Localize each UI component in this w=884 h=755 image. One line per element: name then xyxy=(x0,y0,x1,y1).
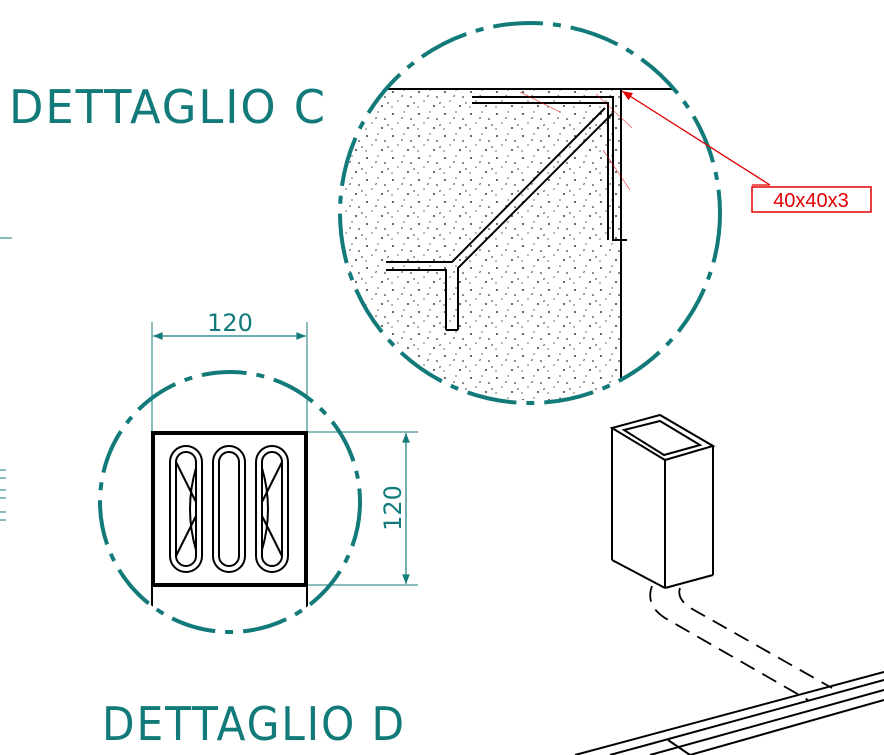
isometric-bollard xyxy=(574,413,884,755)
detail-c: 40x40x3 DETTAGLIO C xyxy=(9,21,872,405)
callout-label: 40x40x3 xyxy=(773,190,849,212)
detail-c-section xyxy=(340,88,720,400)
detail-c-title: DETTAGLIO C xyxy=(9,80,327,134)
dimension-width-label: 120 xyxy=(207,309,253,337)
detail-d-title: DETTAGLIO D xyxy=(102,697,406,751)
detail-d: 120 120 DETTAGLIO D xyxy=(98,309,418,751)
callout-box xyxy=(751,186,872,213)
edge-fragments xyxy=(0,237,12,521)
dimension-extensions xyxy=(151,322,418,586)
detail-d-section xyxy=(151,586,308,632)
detail-c-circle xyxy=(338,21,722,405)
dimension-height-label: 120 xyxy=(379,485,407,531)
detail-d-circle xyxy=(98,370,362,634)
callout-leader xyxy=(621,90,771,186)
anchor-rod xyxy=(386,107,613,331)
grille-slots xyxy=(169,445,289,573)
hidden-lines xyxy=(519,91,633,191)
angle-profile xyxy=(472,96,627,241)
